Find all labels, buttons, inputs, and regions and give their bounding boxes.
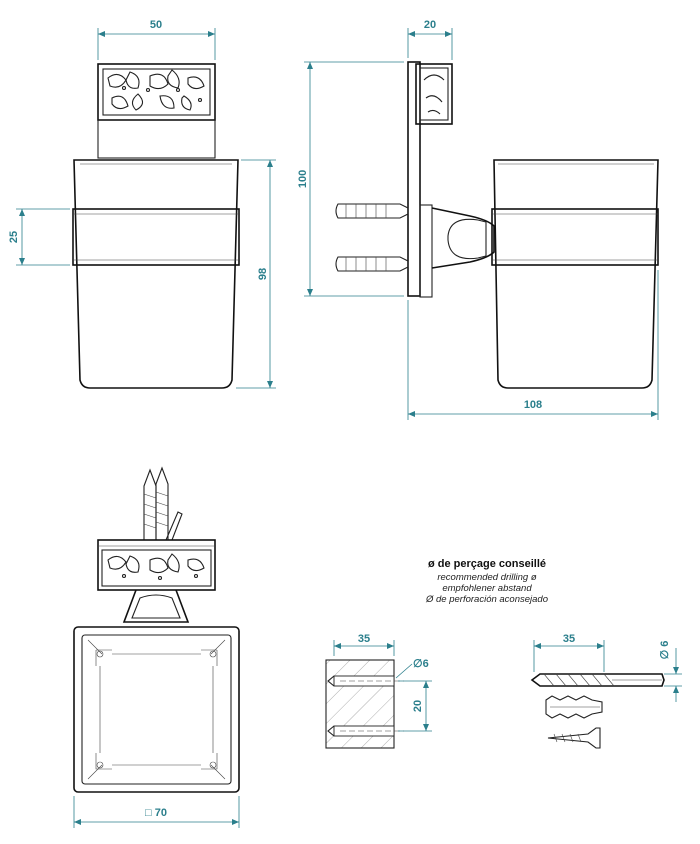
dim-bottom-square: □ 70	[145, 807, 167, 819]
dim-drill-spacing: 20	[412, 700, 424, 712]
drill-bit	[530, 673, 665, 687]
drilling-note-german: empfohlener abstand	[442, 583, 532, 594]
side-band	[491, 208, 659, 266]
leaf-pattern	[107, 69, 205, 111]
wall-plug	[545, 695, 603, 719]
dim-side-depth: 20	[424, 19, 436, 31]
dim-side-height: 100	[297, 170, 309, 188]
front-band	[72, 208, 240, 266]
dim-side-total-depth: 108	[524, 399, 542, 411]
bottom-anchors	[143, 466, 183, 541]
dim-front-band: 25	[8, 231, 20, 243]
dim-block-depth: 35	[358, 633, 370, 645]
dim-block-diameter: ∅6	[413, 658, 429, 670]
wall-block-section: 35 ∅6 20	[325, 633, 432, 749]
drilling-note-spanish: Ø de perforación aconsejado	[425, 594, 548, 605]
dim-drill-bit-diameter: ∅ 6	[659, 641, 671, 660]
drilling-note: ø de perçage conseillé recommended drill…	[425, 558, 548, 605]
side-view: 20 100 108	[297, 19, 659, 420]
front-plaque	[97, 63, 216, 121]
side-cup	[493, 159, 659, 389]
dim-front-width: 50	[150, 19, 162, 31]
front-cup	[73, 159, 239, 389]
front-view: 50 25 98	[8, 19, 276, 389]
bottom-cup-square	[73, 626, 240, 793]
drilling-note-title: ø de perçage conseillé	[428, 558, 546, 570]
bottom-view: □ 70	[73, 466, 240, 828]
dim-front-height: 98	[257, 268, 269, 280]
dim-drill-bit-length: 35	[563, 633, 575, 645]
bottom-plaque	[97, 539, 216, 591]
side-wall-plate	[407, 61, 421, 297]
screw	[547, 727, 601, 749]
drilling-note-english: recommended drilling ø	[437, 572, 536, 583]
side-anchors	[335, 203, 409, 272]
hardware-detail: 35 ∅ 6	[530, 633, 682, 749]
